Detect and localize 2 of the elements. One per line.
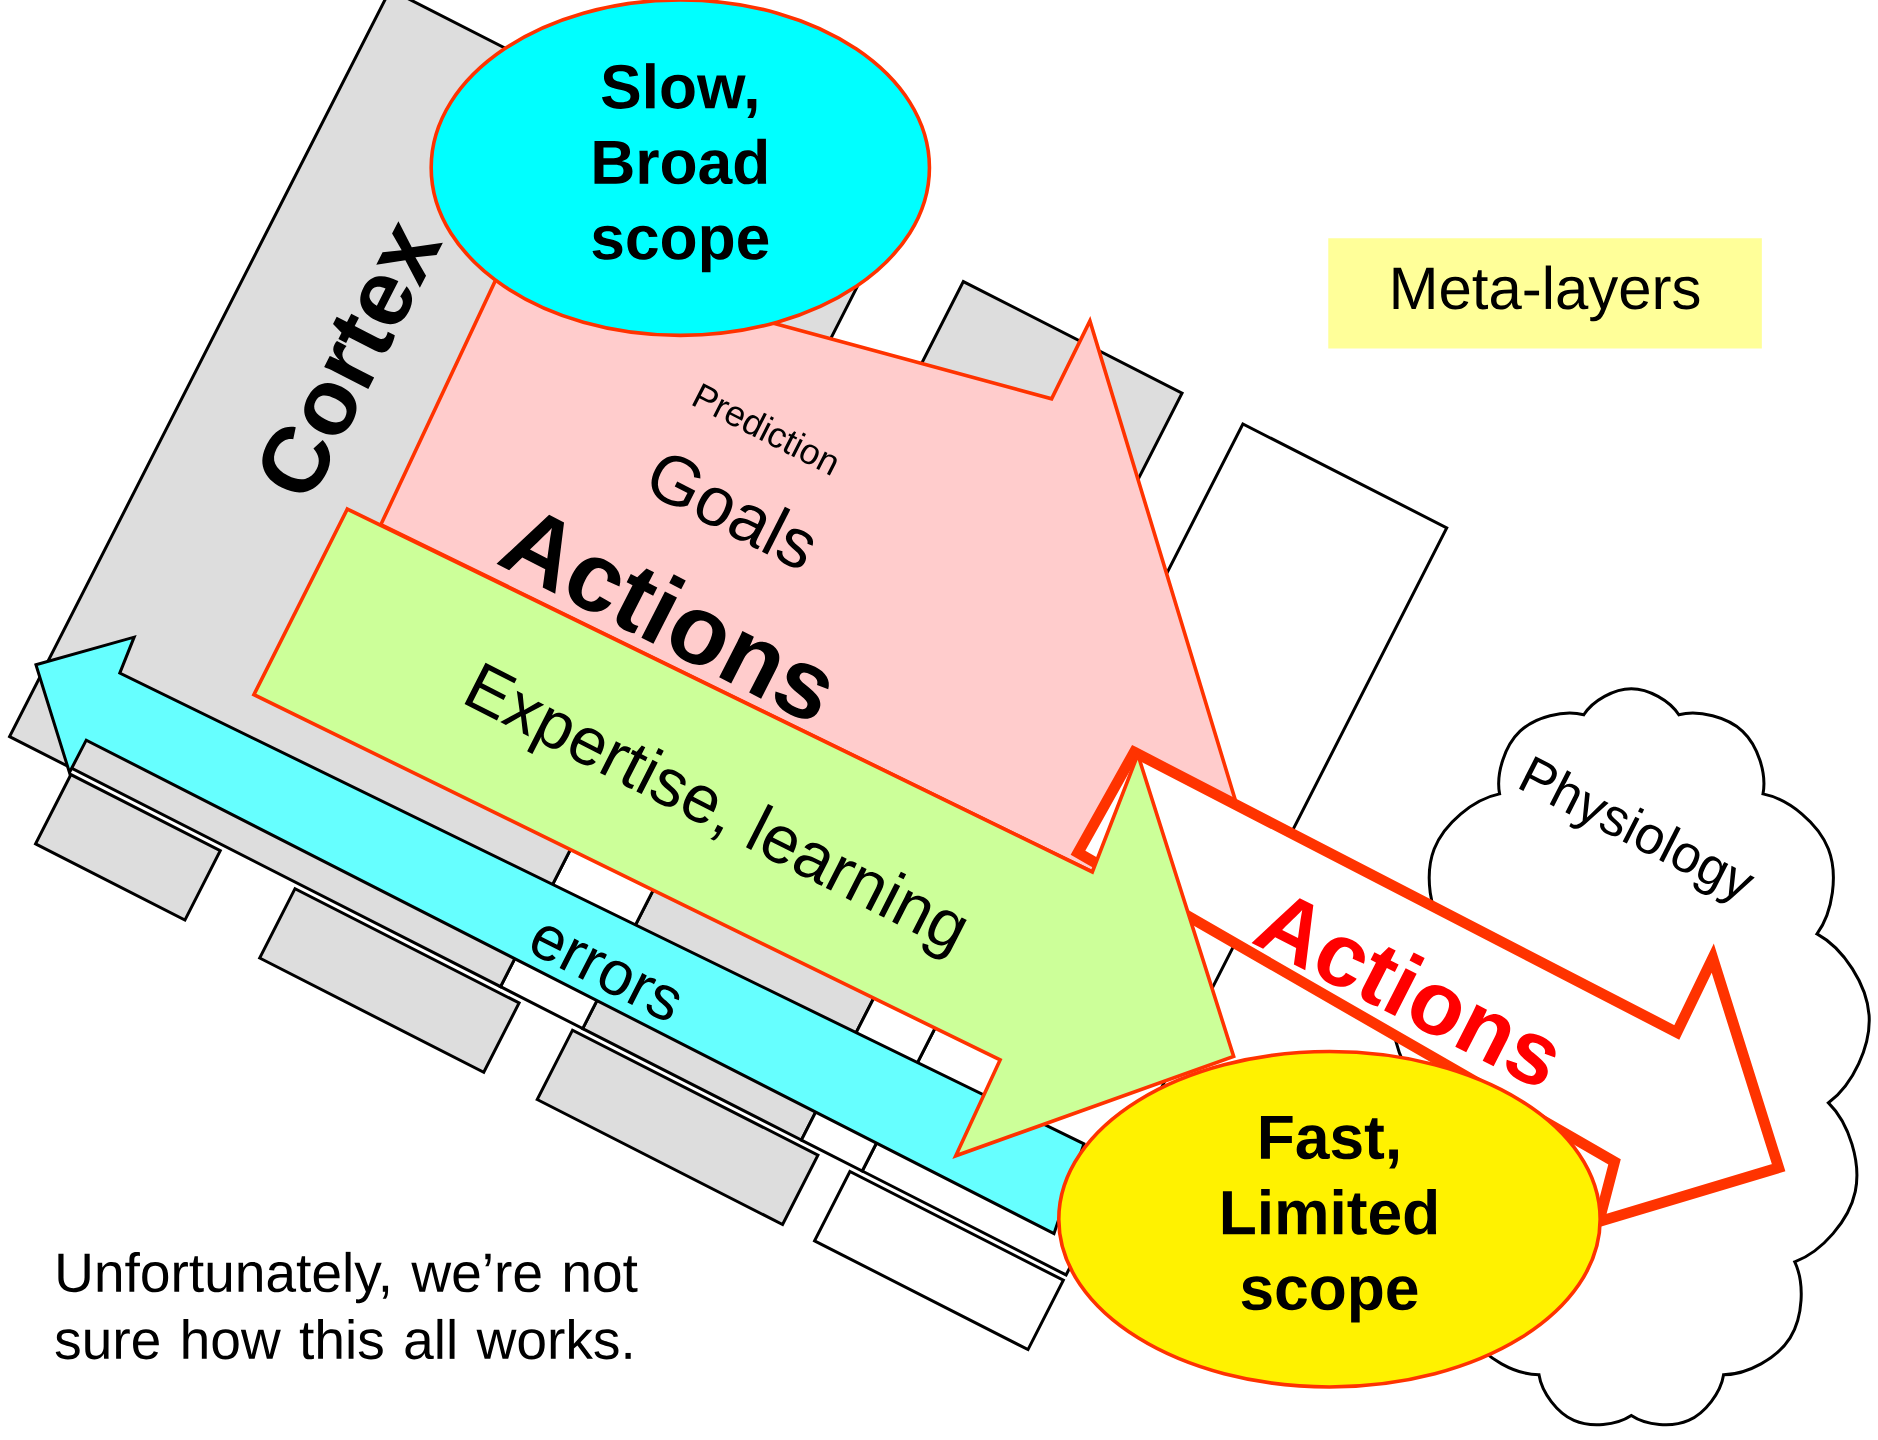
label-box: Meta-layers: [1328, 238, 1762, 349]
note-text: Unfortunately, we’re not sure how this all works.: [55, 1252, 638, 1360]
